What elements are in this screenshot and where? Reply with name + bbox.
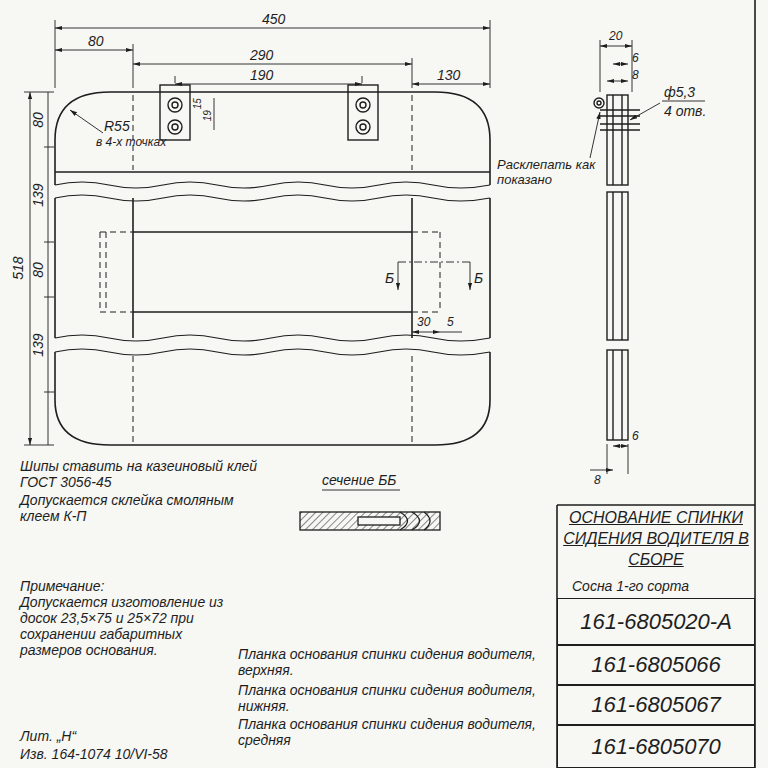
dimension: R55 [104, 118, 130, 134]
part-number: 161-6805020-А [580, 609, 732, 635]
dimension: 15 [192, 98, 204, 109]
dimension: 4 отв. [664, 103, 706, 119]
dimension: 8 [632, 69, 639, 83]
planks [55, 92, 490, 445]
dimension: 80 [30, 112, 46, 128]
dimension: 190 [250, 67, 273, 83]
side-view [594, 95, 640, 440]
part-name: Планка основания спинки сидения водителя… [238, 646, 553, 678]
title-block-cell: 161-6805066 [557, 645, 755, 685]
dimension: 130 [437, 67, 460, 83]
dimension: ф5,3 [664, 84, 695, 100]
part-number: 161-6805067 [591, 692, 721, 718]
part-number: 161-6805066 [591, 652, 721, 678]
note: в 4-х точках [96, 136, 166, 150]
dimension: 450 [262, 11, 285, 27]
dimension: 80 [88, 33, 104, 49]
dimension: 19 [202, 110, 214, 121]
dimension: 139 [30, 183, 46, 206]
dimension: 290 [250, 47, 273, 63]
dimension: 6 [632, 52, 639, 66]
revision-note: Изв. 164-1074 10/VI-58 [20, 746, 168, 762]
note: Шипы ставить на казеиновый клей ГОСТ 305… [20, 458, 295, 490]
note: Допускается изготовление из досок 23,5×7… [20, 594, 245, 658]
dimension: 8 [594, 474, 601, 488]
dimension: 6 [632, 430, 639, 444]
dimension: 5 [447, 316, 454, 330]
revision-note: Лит. „Н“ [20, 728, 76, 744]
part-name: Планка основания спинки сидения водителя… [238, 716, 553, 748]
material: Сосна 1-го сорта [572, 578, 689, 594]
section-bb [300, 490, 440, 530]
part-number: 161-6805070 [591, 734, 721, 760]
title-block-cell: 161-6805067 [557, 685, 755, 725]
note: Расклепать как показано [497, 158, 597, 188]
title-block-cell: 161-6805020-А [557, 598, 755, 645]
dimension-lines [24, 20, 490, 445]
frame [557, 0, 755, 768]
dimension: 30 [417, 316, 430, 330]
dimension: 20 [609, 30, 622, 44]
dimension: 80 [30, 262, 46, 278]
hinges [160, 85, 378, 140]
section-mark: Б [385, 270, 394, 286]
note: Допускается склейка смоляным клеем К-П [20, 492, 260, 524]
title-block-cell: 161-6805070 [557, 725, 755, 768]
dimension: 518 [10, 256, 26, 279]
dimension: 139 [30, 333, 46, 356]
note-heading: Примечание: [20, 578, 105, 594]
section-mark: Б [474, 270, 483, 286]
section-title: сечение ББ [322, 472, 396, 488]
drawing-title: ОСНОВАНИЕ СПИНКИ СИДЕНИЯ ВОДИТЕЛЯ В СБОР… [557, 508, 755, 570]
part-name: Планка основания спинки сидения водителя… [238, 682, 553, 714]
